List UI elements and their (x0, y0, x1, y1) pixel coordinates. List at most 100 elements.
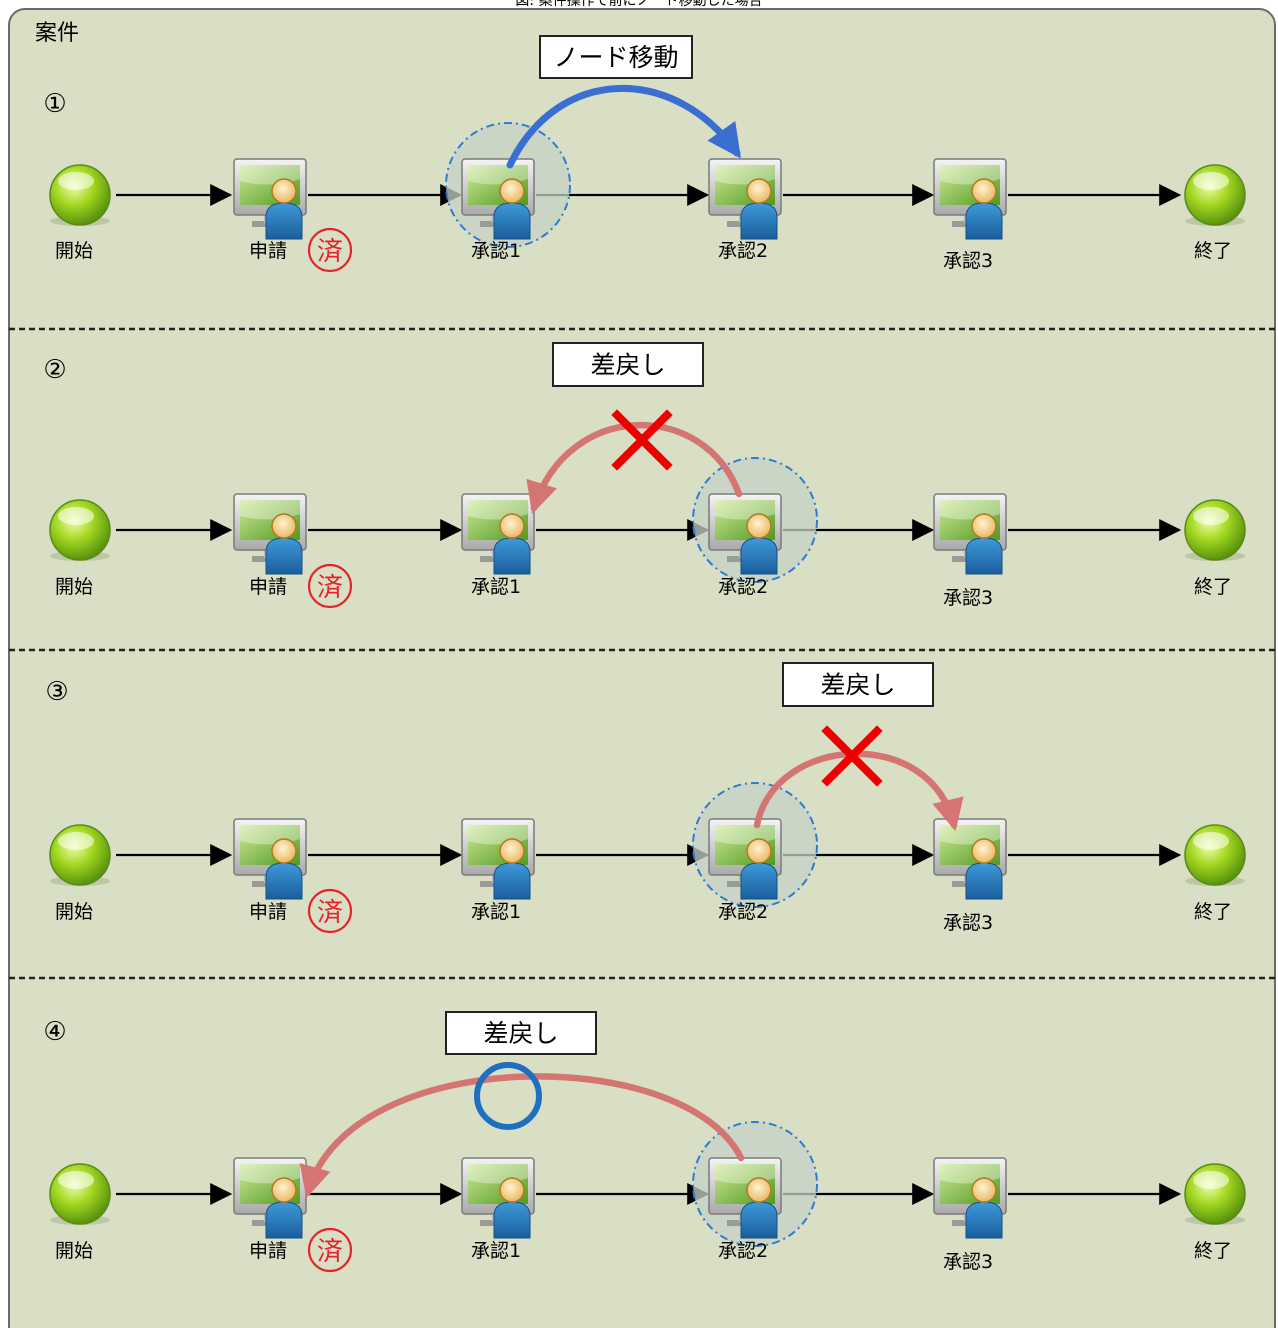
person-head (746, 1177, 772, 1203)
person-head (271, 178, 297, 204)
person-body (740, 537, 778, 575)
node-label-approve2: 承認2 (718, 1240, 768, 1262)
node-label-approve1: 承認1 (471, 901, 521, 923)
node-label-approve3: 承認3 (943, 587, 993, 609)
diagram-frame (8, 8, 1276, 1328)
person-body (740, 202, 778, 240)
scenario-dividers (9, 327, 1275, 980)
user-computer-icon (708, 158, 782, 240)
person-head (499, 178, 525, 204)
action-label: 差戻し (483, 1019, 558, 1048)
user-computer-icon (233, 1157, 307, 1239)
ball-highlight (1193, 832, 1229, 850)
person-body (965, 862, 1003, 900)
done-stamp-label: 済 (317, 1237, 343, 1267)
node-label-approve1: 承認1 (471, 240, 521, 262)
user-computer-icon (933, 493, 1007, 575)
person-body (265, 537, 303, 575)
person-head (499, 1177, 525, 1203)
person-body (965, 1201, 1003, 1239)
action-label-box (445, 1011, 597, 1055)
ball-highlight (1193, 172, 1229, 190)
person-head (971, 178, 997, 204)
ball-highlight (1193, 1171, 1229, 1189)
person-body (493, 537, 531, 575)
person-body (965, 202, 1003, 240)
person-head (499, 838, 525, 864)
allowed-circle-icon (474, 1062, 542, 1130)
return-arrow (526, 421, 743, 515)
ball-highlight (58, 507, 94, 525)
return-arrow (299, 1073, 745, 1199)
user-computer-icon (461, 158, 535, 240)
done-stamp-label: 済 (317, 573, 343, 603)
ball-highlight (58, 832, 94, 850)
node-label-end: 終了 (1194, 240, 1232, 262)
scenario-number: ② (43, 355, 66, 385)
node-move-arrow (506, 84, 741, 169)
node-label-approve2: 承認2 (718, 901, 768, 923)
done-stamp-label: 済 (317, 237, 343, 267)
person-head (746, 513, 772, 539)
person-body (965, 537, 1003, 575)
person-head (971, 838, 997, 864)
user-computer-icon (233, 158, 307, 240)
action-label: 差戻し (590, 351, 665, 380)
user-computer-icon (933, 818, 1007, 900)
action-label-box (782, 662, 934, 707)
user-computer-icon (461, 818, 535, 900)
panel-title: 案件 (35, 21, 79, 46)
person-head (499, 513, 525, 539)
node-label-approve3: 承認3 (943, 250, 993, 272)
not-allowed-cross-icon (611, 409, 673, 471)
scenario-number: ③ (45, 677, 68, 707)
user-computer-icon (933, 158, 1007, 240)
action-label: ノード移動 (553, 43, 678, 72)
figure-caption: 図: 案件操作で前にノード移動した場合 (515, 0, 763, 8)
user-computer-icon (461, 493, 535, 575)
ball-highlight (58, 1171, 94, 1189)
node-label-approve1: 承認1 (471, 1240, 521, 1262)
done-stamp-icon (307, 1227, 353, 1273)
node-label-approve3: 承認3 (943, 912, 993, 934)
node-label-approve1: 承認1 (471, 576, 521, 598)
person-head (971, 1177, 997, 1203)
action-label-box (552, 342, 704, 387)
done-stamp-icon (307, 227, 353, 273)
not-allowed-cross-icon (821, 725, 883, 787)
action-label-box (539, 35, 693, 79)
node-label-start: 開始 (55, 901, 93, 923)
node-label-start: 開始 (55, 240, 93, 262)
ball-highlight (58, 172, 94, 190)
person-head (271, 513, 297, 539)
person-head (271, 1177, 297, 1203)
node-label-end: 終了 (1194, 901, 1232, 923)
node-label-approve2: 承認2 (718, 576, 768, 598)
person-head (746, 838, 772, 864)
node-label-approve2: 承認2 (718, 240, 768, 262)
user-computer-icon (708, 818, 782, 900)
action-label: 差戻し (820, 671, 895, 700)
person-body (740, 1201, 778, 1239)
person-body (265, 862, 303, 900)
scenario-number: ① (43, 89, 66, 119)
node-label-apply: 申請 (249, 240, 287, 262)
person-body (493, 1201, 531, 1239)
user-computer-icon (708, 493, 782, 575)
user-computer-icon (461, 1157, 535, 1239)
node-label-start: 開始 (55, 576, 93, 598)
person-head (746, 178, 772, 204)
user-computer-icon (708, 1157, 782, 1239)
node-label-apply: 申請 (249, 901, 287, 923)
done-stamp-label: 済 (317, 898, 343, 928)
node-label-end: 終了 (1194, 576, 1232, 598)
node-label-end: 終了 (1194, 1240, 1232, 1262)
person-body (493, 202, 531, 240)
ball-highlight (1193, 507, 1229, 525)
person-body (265, 1201, 303, 1239)
done-stamp-icon (307, 888, 353, 934)
user-computer-icon (233, 493, 307, 575)
